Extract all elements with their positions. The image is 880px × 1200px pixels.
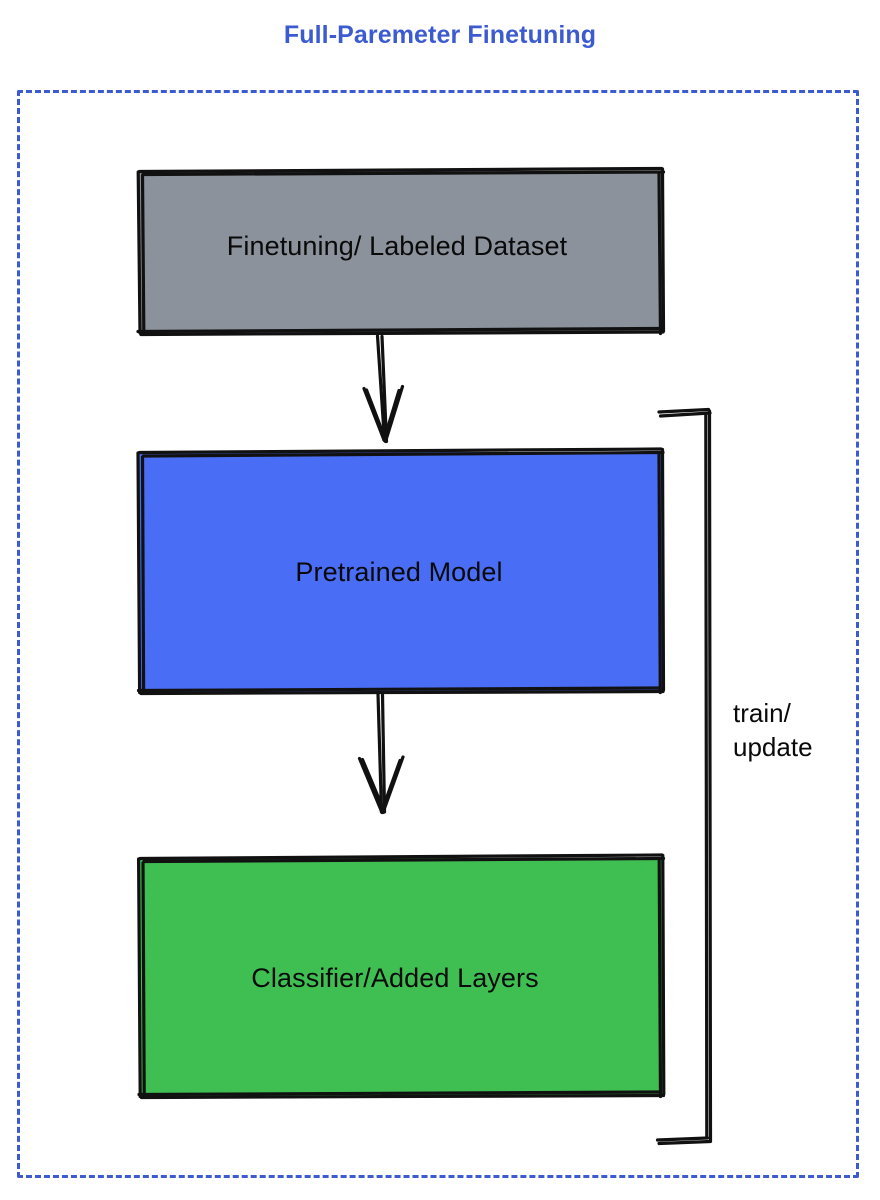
edge-label-train-update: train/ update bbox=[733, 698, 813, 762]
node-label-classifier: Classifier/Added Layers bbox=[251, 962, 539, 993]
node-classifier-added-layers[interactable]: Classifier/Added Layers bbox=[139, 858, 663, 1096]
node-pretrained-model[interactable]: Pretrained Model bbox=[139, 452, 663, 692]
node-finetuning-labeled-dataset[interactable]: Finetuning/ Labeled Dataset bbox=[139, 171, 663, 333]
node-label-pretrained: Pretrained Model bbox=[295, 556, 503, 587]
diagram-outer-frame bbox=[17, 90, 859, 1178]
page-title: Full-Paremeter Finetuning bbox=[283, 21, 597, 49]
node-label-dataset: Finetuning/ Labeled Dataset bbox=[226, 230, 568, 261]
